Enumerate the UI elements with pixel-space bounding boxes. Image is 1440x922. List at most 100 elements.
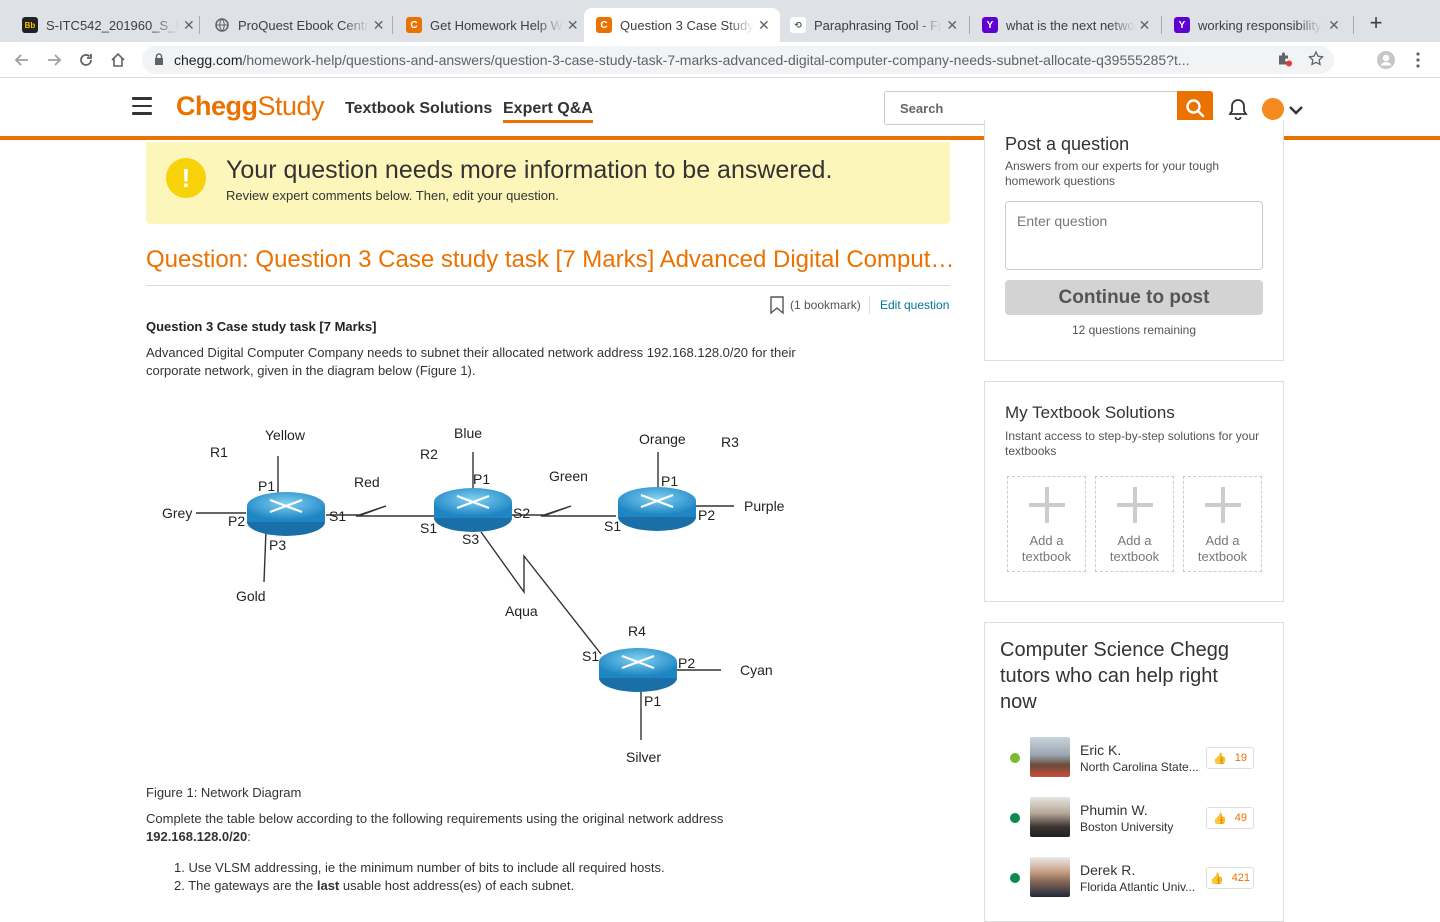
browser-tab[interactable]: ProQuest Ebook Centr ✕ — [192, 8, 392, 42]
network-diagram: R1 Yellow P1 Grey P2 P3 Gold S1 Red R2 B… — [146, 400, 846, 780]
label-yellow: Yellow — [265, 427, 306, 443]
browser-tab-active[interactable]: C Question 3 Case Study ✕ — [584, 8, 780, 42]
tutor-name: Phumin W. — [1080, 802, 1148, 818]
reload-button[interactable] — [74, 48, 98, 72]
label-s2: S2 — [513, 505, 530, 521]
star-icon[interactable] — [1308, 50, 1324, 70]
site-header: CheggStudy Textbook Solutions Expert Q&A… — [0, 78, 1440, 140]
label-grey: Grey — [162, 505, 192, 521]
question-input[interactable]: Enter question — [1005, 201, 1263, 270]
label-s1: S1 — [420, 520, 437, 536]
browser-tab[interactable]: C Get Homework Help W ✕ — [384, 8, 584, 42]
label-cyan: Cyan — [740, 662, 773, 678]
question-heading: Question 3 Case study task [7 Marks] — [146, 319, 377, 334]
close-icon[interactable]: ✕ — [946, 16, 959, 33]
new-tab-button[interactable]: + — [1369, 10, 1383, 35]
back-button[interactable] — [10, 48, 34, 72]
textbook-solutions-subtitle: Instant access to step-by-step solutions… — [1005, 429, 1260, 458]
question-body: Advanced Digital Computer Company needs … — [146, 345, 796, 378]
label-silver: Silver — [626, 749, 661, 765]
thumbs-up-icon: 👍 — [1213, 752, 1227, 765]
plus-icon — [1028, 487, 1065, 523]
bell-icon[interactable] — [1228, 98, 1248, 125]
tab-label: Question 3 Case Study — [620, 17, 754, 33]
router-icon — [247, 492, 325, 536]
nav-textbook-solutions[interactable]: Textbook Solutions — [345, 100, 493, 117]
yahoo-icon: Y — [1174, 17, 1190, 33]
label-green: Green — [549, 468, 588, 484]
divider — [146, 285, 950, 286]
browser-tab[interactable]: ⟲ Paraphrasing Tool - Fr ✕ — [768, 8, 968, 42]
browser-tab[interactable]: Bb S-ITC542_201960_S_I ✕ — [0, 8, 198, 42]
tutor-school: North Carolina State... — [1080, 760, 1199, 774]
add-textbook-button[interactable]: Add a textbook — [1183, 476, 1262, 572]
browser-tab[interactable]: Y working responsibility ✕ — [1152, 8, 1352, 42]
chevron-down-icon[interactable] — [1289, 102, 1303, 120]
link-green — [511, 505, 616, 517]
close-icon[interactable]: ✕ — [566, 16, 579, 33]
add-textbook-button[interactable]: Add a textbook — [1007, 476, 1086, 572]
textbook-solutions-card: My Textbook Solutions Instant access to … — [984, 381, 1284, 602]
edit-question-link[interactable]: Edit question — [880, 298, 950, 312]
list-item: 1. Use VLSM addressing, ie the minimum n… — [174, 860, 665, 875]
question-instructions: Complete the table below according to th… — [146, 811, 724, 844]
close-icon[interactable]: ✕ — [372, 16, 385, 33]
tab-label: working responsibility — [1198, 17, 1322, 33]
extension-icon[interactable] — [1276, 51, 1292, 70]
forward-button[interactable] — [42, 48, 66, 72]
url-host: chegg.com — [174, 52, 243, 68]
tab-label: Paraphrasing Tool - Fr — [814, 17, 943, 33]
search-button[interactable] — [1177, 91, 1213, 125]
tutor-rating: 👍421 — [1206, 867, 1254, 889]
tutors-title: Computer Science Chegg tutors who can he… — [1000, 639, 1230, 713]
avatar — [1030, 857, 1070, 897]
thumbs-up-icon: 👍 — [1209, 872, 1224, 885]
menu-kebab-icon[interactable] — [1406, 48, 1430, 72]
profile-icon[interactable] — [1374, 48, 1398, 72]
tutor-item[interactable]: Phumin W. Boston University 👍49 — [1000, 797, 1270, 839]
continue-to-post-button[interactable]: Continue to post — [1005, 280, 1263, 315]
figure-caption: Figure 1: Network Diagram — [146, 785, 302, 800]
close-icon[interactable]: ✕ — [1138, 16, 1151, 33]
online-status-icon — [1010, 873, 1020, 883]
tutors-card: Computer Science Chegg tutors who can he… — [984, 622, 1284, 922]
avatar[interactable] — [1262, 98, 1284, 120]
add-textbook-button[interactable]: Add a textbook — [1095, 476, 1174, 572]
router-icon — [618, 487, 696, 531]
online-status-icon — [1010, 753, 1020, 763]
link-aqua — [480, 531, 602, 655]
globe-icon — [214, 17, 230, 33]
tutor-item[interactable]: Derek R. Florida Atlantic Univ... 👍421 — [1000, 857, 1270, 899]
label-p1: P1 — [644, 693, 661, 709]
close-icon[interactable]: ✕ — [182, 16, 195, 33]
browser-tab-strip: Bb S-ITC542_201960_S_I ✕ ProQuest Ebook … — [0, 0, 1440, 42]
label-purple: Purple — [744, 498, 785, 514]
browser-toolbar: chegg.com/homework-help/questions-and-an… — [0, 42, 1440, 78]
questions-remaining: 12 questions remaining — [1071, 323, 1197, 337]
close-icon[interactable]: ✕ — [757, 16, 770, 33]
close-icon[interactable]: ✕ — [1328, 16, 1340, 33]
blackboard-icon: Bb — [22, 17, 38, 33]
tab-label: ProQuest Ebook Centr — [238, 17, 369, 33]
textbook-solutions-title: My Textbook Solutions — [1005, 403, 1175, 422]
hamburger-menu-icon[interactable] — [132, 97, 152, 115]
router-icon — [599, 648, 677, 692]
needs-info-notice: ! Your question needs more information t… — [146, 142, 950, 224]
chegg-study-logo[interactable]: CheggStudy — [176, 91, 325, 121]
router-icon — [434, 488, 512, 532]
label-r2: R2 — [420, 446, 438, 462]
url-bar[interactable]: chegg.com/homework-help/questions-and-an… — [142, 46, 1334, 74]
nav-expert-qa[interactable]: Expert Q&A — [503, 100, 593, 123]
label-blue: Blue — [454, 425, 482, 441]
label-p3: P3 — [269, 537, 286, 553]
tab-divider — [392, 16, 393, 34]
home-button[interactable] — [106, 48, 130, 72]
bookmark-button[interactable]: (1 bookmark) — [770, 296, 861, 315]
tutor-item[interactable]: Eric K. North Carolina State... 👍19 — [1000, 737, 1270, 779]
question-title: Question: Question 3 Case study task [7 … — [146, 246, 955, 273]
browser-tab[interactable]: Y what is the next netwo ✕ — [960, 8, 1160, 42]
label-aqua: Aqua — [505, 603, 538, 619]
notice-title: Your question needs more information to … — [226, 156, 833, 184]
tutor-rating: 👍19 — [1206, 747, 1254, 769]
label-p1: P1 — [473, 471, 490, 487]
